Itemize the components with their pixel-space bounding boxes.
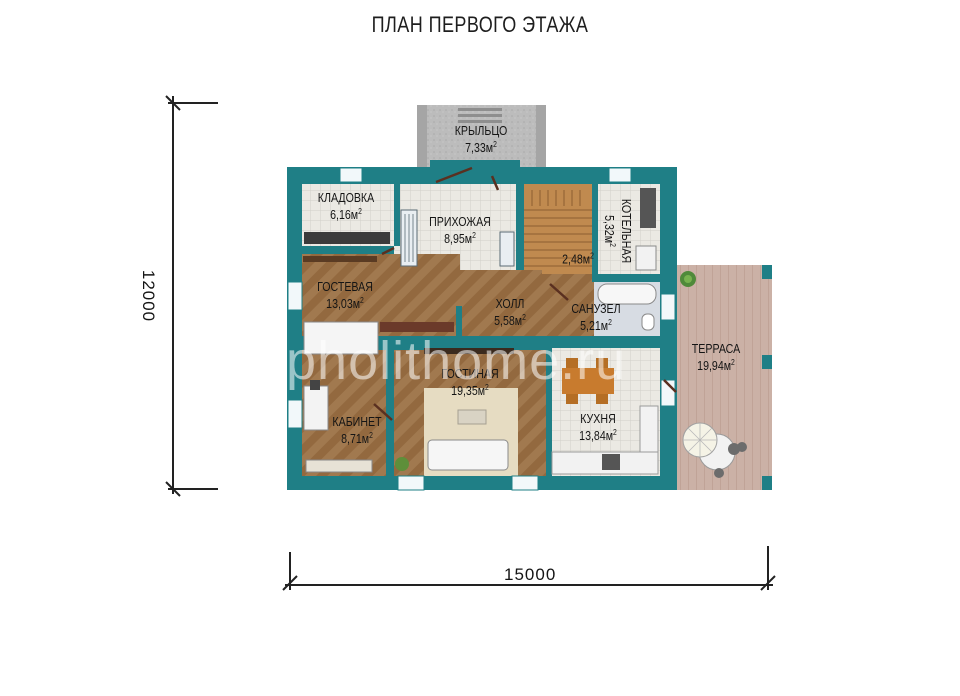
toilet bbox=[641, 313, 655, 331]
room-name: ТЕРРАСА bbox=[691, 341, 741, 356]
windows bbox=[287, 167, 676, 491]
hall-floor bbox=[460, 270, 542, 336]
room-label-terrace: ТЕРРАСА 19,94м2 bbox=[691, 341, 741, 374]
room-label-kitchen: КУХНЯ 13,84м2 bbox=[579, 411, 617, 444]
room-label-porch: КРЫЛЬЦО 7,33м2 bbox=[454, 123, 508, 156]
vertical-dimension: 12000 bbox=[139, 269, 159, 323]
dining-table bbox=[562, 368, 614, 394]
stove bbox=[602, 454, 620, 470]
shoe-rack bbox=[499, 231, 515, 267]
plan-title: ПЛАН ПЕРВОГО ЭТАЖА bbox=[371, 12, 589, 37]
desk bbox=[303, 385, 329, 431]
room-area: 13,03м2 bbox=[326, 295, 364, 312]
horizontal-dimension: 15000 bbox=[504, 565, 557, 584]
room-name: КУХНЯ bbox=[580, 411, 616, 426]
room-label-bathroom: САНУЗЕЛ 5,21м2 bbox=[571, 301, 621, 334]
doors bbox=[373, 166, 677, 421]
room-name: КРЫЛЬЦО bbox=[454, 123, 508, 138]
room-name: САНУЗЕЛ bbox=[571, 301, 621, 316]
room-area: 5,58м2 bbox=[494, 312, 526, 329]
bathtub bbox=[597, 283, 657, 305]
room-area: 7,33м2 bbox=[465, 139, 497, 156]
interior-walls bbox=[302, 184, 660, 476]
room-area: 8,95м2 bbox=[444, 230, 476, 247]
room-label-stairs: 2,48м2 bbox=[562, 249, 594, 266]
room-name: КОТЕЛЬНАЯ bbox=[619, 198, 634, 264]
room-area: 19,94м2 bbox=[697, 357, 735, 374]
room-name: КЛАДОВКА bbox=[317, 190, 375, 205]
room-name: ГОСТЕВАЯ bbox=[317, 279, 373, 294]
room-area: 8,71м2 bbox=[341, 430, 373, 447]
room-label-storage: КЛАДОВКА 6,16м2 bbox=[317, 190, 375, 223]
stairs bbox=[522, 184, 594, 274]
plant-icon bbox=[680, 271, 696, 287]
room-area: 19,35м2 bbox=[451, 382, 489, 399]
boiler bbox=[635, 245, 657, 271]
stair-steps bbox=[524, 190, 592, 267]
terrace-table bbox=[682, 422, 747, 478]
vertical-dimension-line bbox=[165, 95, 218, 497]
room-name: ГОСТИНАЯ bbox=[441, 366, 499, 381]
bookshelf bbox=[305, 459, 373, 473]
room-label-guest: ГОСТЕВАЯ 13,03м2 bbox=[317, 279, 373, 312]
room-label-boiler: КОТЕЛЬНАЯ 5,32м2 bbox=[601, 198, 634, 264]
room-name: ПРИХОЖАЯ bbox=[429, 214, 491, 229]
room-area: 5,32м2 bbox=[601, 215, 618, 247]
room-area: 13,84м2 bbox=[579, 427, 617, 444]
room-name: ХОЛЛ bbox=[495, 296, 525, 311]
sofa bbox=[427, 439, 509, 471]
room-name: КАБИНЕТ bbox=[332, 414, 382, 429]
bed bbox=[303, 321, 379, 355]
room-label-office: КАБИНЕТ 8,71м2 bbox=[332, 414, 382, 447]
room-label-hall: ХОЛЛ 5,58м2 bbox=[494, 296, 526, 329]
porch-steps bbox=[458, 108, 502, 123]
room-area: 5,21м2 bbox=[580, 317, 612, 334]
table bbox=[457, 409, 487, 425]
horizontal-dimension-line bbox=[282, 546, 776, 591]
room-label-living: ГОСТИНАЯ 19,35м2 bbox=[441, 366, 499, 399]
room-label-hallway: ПРИХОЖАЯ 8,95м2 bbox=[429, 214, 491, 247]
room-area: 2,48м2 bbox=[562, 251, 594, 267]
room-area: 6,16м2 bbox=[330, 206, 362, 223]
plant-icon bbox=[395, 457, 409, 471]
